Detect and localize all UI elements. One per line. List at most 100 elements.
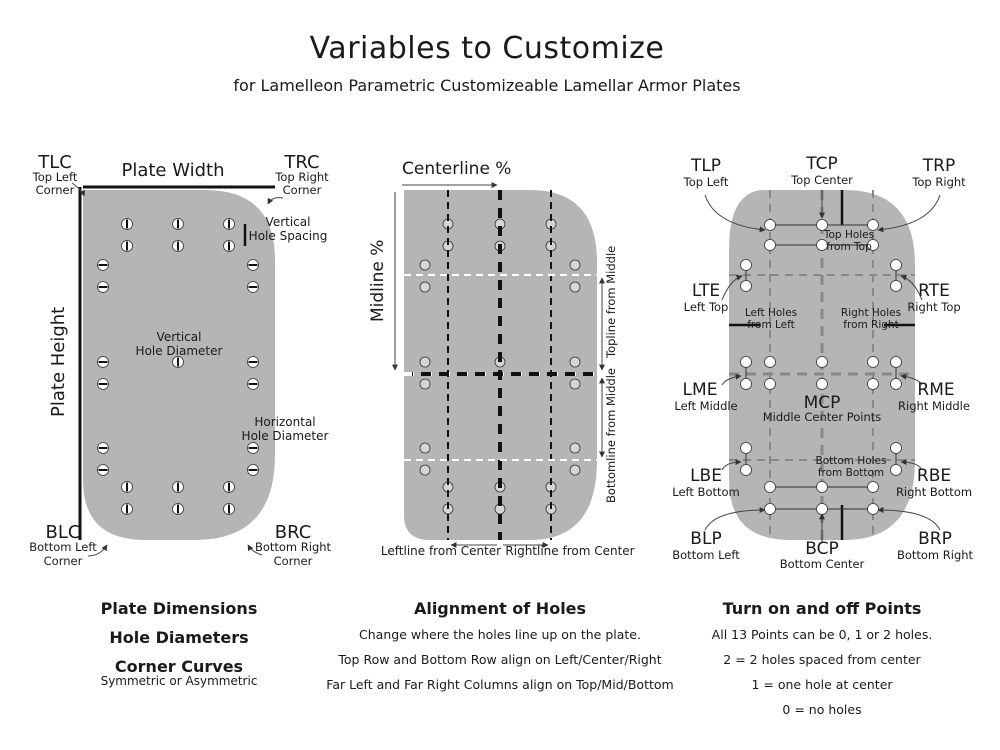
- hole: [867, 503, 879, 515]
- hole: [816, 481, 828, 493]
- tlc-sub2: Corner: [35, 183, 75, 197]
- points-line-4: 0 = no holes: [782, 702, 862, 717]
- bottom-holes-label-2: from Bottom: [817, 467, 885, 479]
- blp-arrow: [704, 507, 766, 531]
- section-hole-diameters: Hole Diameters: [109, 628, 249, 647]
- hole: [764, 481, 776, 493]
- hole: [764, 503, 776, 515]
- vertical-spacing-label-1: Vertical: [265, 215, 311, 229]
- hole: [890, 442, 902, 454]
- blc-sub2: Corner: [43, 554, 83, 568]
- hole: [740, 464, 752, 476]
- hole: [867, 219, 879, 231]
- bcp-label: BCP: [805, 539, 839, 559]
- hole: [764, 356, 776, 368]
- lte-arrow: [721, 274, 743, 301]
- hole: [764, 378, 776, 390]
- rightline-label: Rightline from Center: [505, 544, 635, 558]
- horizontal-diameter-label-2: Hole Diameter: [241, 429, 329, 443]
- topline-label: Topline from Middle: [604, 245, 618, 358]
- hole: [419, 281, 431, 293]
- plate3-holes: [740, 219, 902, 515]
- trp-label: TRP: [922, 156, 956, 176]
- hole: [569, 378, 581, 390]
- hole: [569, 259, 581, 271]
- plate1-holes: [97, 218, 259, 515]
- hole: [569, 464, 581, 476]
- right-holes-label-1: Right Holes: [840, 307, 902, 319]
- rbe-label: RBE: [916, 466, 952, 486]
- hole: [890, 259, 902, 271]
- points-line-3: 1 = one hole at center: [751, 677, 893, 692]
- rbe-arrow: [900, 459, 923, 471]
- leftline-label: Leftline from Center: [380, 544, 502, 558]
- top-holes-label-2: from Top: [826, 241, 872, 253]
- lme-arrow: [721, 373, 742, 386]
- tlp-label: TLP: [690, 156, 722, 176]
- centerline-label: Centerline %: [402, 159, 512, 179]
- hole: [867, 356, 879, 368]
- left-holes-label-2: from Left: [747, 319, 795, 331]
- hole: [740, 378, 752, 390]
- lte-label: LTE: [691, 281, 721, 301]
- vertical-diameter-label-1: Vertical: [156, 330, 202, 344]
- hole: [740, 356, 752, 368]
- points-line-2: 2 = 2 holes spaced from center: [723, 652, 921, 667]
- hole: [867, 378, 879, 390]
- hole: [569, 356, 581, 368]
- brc-sub2: Corner: [273, 554, 313, 568]
- hole: [890, 356, 902, 368]
- hole: [419, 356, 431, 368]
- tlc-sub1: Top Left: [32, 170, 78, 184]
- section-alignment-heading: Alignment of Holes: [413, 599, 587, 618]
- hole: [816, 378, 828, 390]
- rte-sub: Right Top: [907, 300, 961, 314]
- tlp-arrow: [704, 194, 766, 233]
- hole: [764, 239, 776, 251]
- hole: [419, 442, 431, 454]
- section-plate-dimensions: Plate Dimensions: [100, 599, 258, 618]
- plate-width-label: Plate Width: [121, 160, 225, 181]
- mcp-label: MCP: [803, 393, 841, 413]
- blp-label: BLP: [690, 529, 722, 549]
- trc-label: TRC: [284, 152, 320, 173]
- tcp-label: TCP: [806, 154, 838, 174]
- plate-height-label: Plate Height: [48, 306, 69, 417]
- rme-sub: Right Middle: [898, 399, 970, 413]
- hole: [569, 442, 581, 454]
- hole: [890, 280, 902, 292]
- hole: [764, 219, 776, 231]
- tlp-sub: Top Left: [683, 175, 729, 189]
- hole: [419, 464, 431, 476]
- tlc-label: TLC: [38, 152, 72, 173]
- left-holes-label-1: Left Holes: [744, 307, 798, 319]
- rbe-sub: Right Bottom: [895, 485, 973, 499]
- hole: [569, 281, 581, 293]
- hole: [419, 378, 431, 390]
- vertical-diameter-label-2: Hole Diameter: [135, 344, 223, 358]
- horizontal-diameter-label-1: Horizontal: [254, 415, 316, 429]
- lme-label: LME: [682, 380, 718, 400]
- blc-sub1: Bottom Left: [29, 540, 97, 554]
- brc-sub1: Bottom Right: [254, 540, 332, 554]
- hole: [740, 280, 752, 292]
- hole: [816, 356, 828, 368]
- hole-alignment-diagram: [392, 182, 605, 548]
- brc-arrow: [247, 544, 263, 556]
- hole: [740, 259, 752, 271]
- right-holes-label-2: from Right: [843, 319, 899, 331]
- hole: [867, 239, 879, 251]
- blp-sub: Bottom Left: [672, 548, 740, 562]
- hole: [867, 481, 879, 493]
- hole: [816, 239, 828, 251]
- rme-arrow: [900, 373, 923, 386]
- trc-arrow: [267, 197, 284, 205]
- hole-points-diagram: [704, 190, 941, 543]
- hole: [890, 378, 902, 390]
- trp-sub: Top Right: [912, 175, 966, 189]
- alignment-line-3: Far Left and Far Right Columns align on …: [326, 677, 674, 692]
- plate-dimensions-diagram: [71, 182, 284, 557]
- trp-arrow: [877, 194, 941, 233]
- blc-label: BLC: [45, 522, 81, 543]
